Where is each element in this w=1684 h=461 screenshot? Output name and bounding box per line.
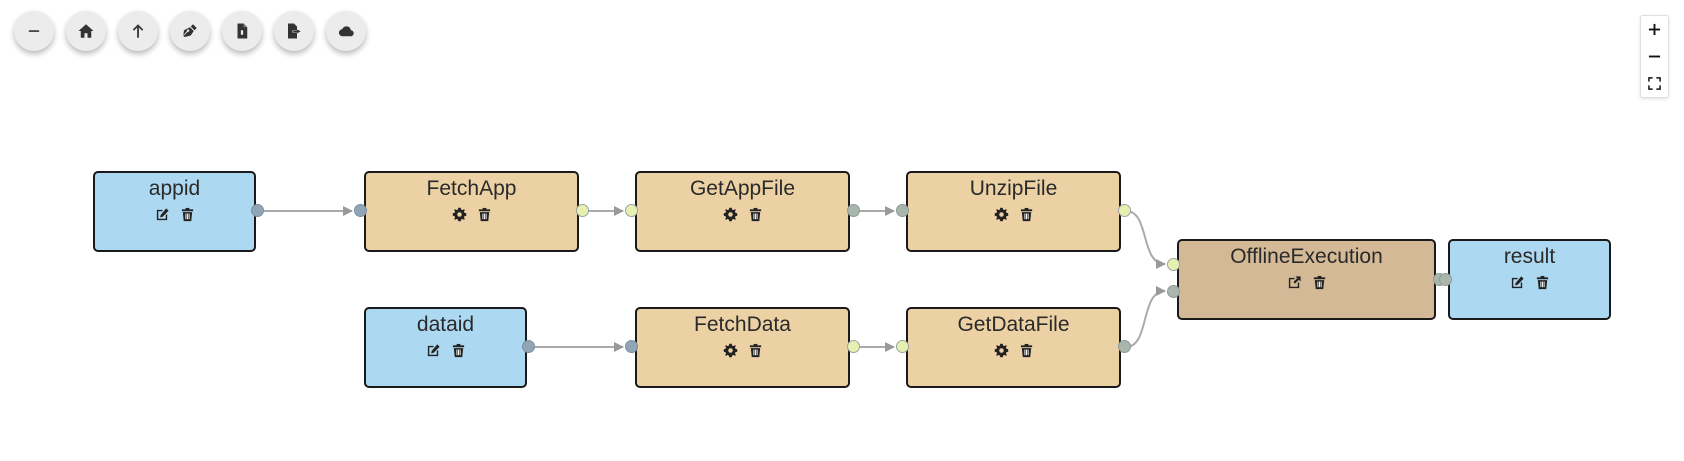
edge-unzipfile-offlineexecution[interactable] <box>1125 210 1166 269</box>
minus-icon <box>28 30 40 32</box>
edit-button[interactable] <box>170 11 210 51</box>
fit-screen-icon <box>1648 77 1661 90</box>
trash-icon[interactable] <box>476 206 493 223</box>
file-button[interactable] <box>222 11 262 51</box>
home-icon <box>78 24 94 38</box>
gear-icon[interactable] <box>993 206 1010 223</box>
cloud-button[interactable] <box>326 11 366 51</box>
minus-icon <box>1648 55 1661 58</box>
output-port[interactable] <box>847 204 860 217</box>
node-title: FetchData <box>694 313 791 336</box>
zoom-controls <box>1640 15 1669 98</box>
trash-icon[interactable] <box>747 206 764 223</box>
node-title: dataid <box>416 313 475 336</box>
node-title: UnzipFile <box>969 177 1058 200</box>
trash-icon[interactable] <box>1534 274 1551 291</box>
node-offlineexecution[interactable]: OfflineExecution <box>1177 239 1436 320</box>
input-port[interactable] <box>625 204 638 217</box>
gear-icon[interactable] <box>451 206 468 223</box>
output-port[interactable] <box>847 340 860 353</box>
node-appid[interactable]: appid <box>93 171 256 252</box>
output-port[interactable] <box>1118 204 1131 217</box>
node-title: FetchApp <box>426 177 517 200</box>
trash-icon[interactable] <box>1311 274 1328 291</box>
edit-icon[interactable] <box>425 342 442 359</box>
output-port[interactable] <box>522 340 535 353</box>
edge-getdatafile-offlineexecution[interactable] <box>1125 286 1166 348</box>
trash-icon[interactable] <box>179 206 196 223</box>
output-port[interactable] <box>251 204 264 217</box>
gear-icon[interactable] <box>722 206 739 223</box>
collapse-button[interactable] <box>14 11 54 51</box>
external-link-icon[interactable] <box>1286 274 1303 291</box>
upload-button[interactable] <box>118 11 158 51</box>
plus-icon <box>1648 23 1661 36</box>
node-title: OfflineExecution <box>1230 245 1383 268</box>
node-fetchapp[interactable]: FetchApp <box>364 171 579 252</box>
output-port[interactable] <box>576 204 589 217</box>
node-dataid[interactable]: dataid <box>364 307 527 388</box>
trash-icon[interactable] <box>747 342 764 359</box>
node-getdatafile[interactable]: GetDataFile <box>906 307 1121 388</box>
edit-icon[interactable] <box>154 206 171 223</box>
node-fetchdata[interactable]: FetchData <box>635 307 850 388</box>
pen-icon <box>183 24 197 37</box>
zoom-out-button[interactable] <box>1641 43 1668 70</box>
input-port[interactable] <box>896 204 909 217</box>
trash-icon[interactable] <box>1018 206 1035 223</box>
input-port[interactable] <box>354 204 367 217</box>
node-title: appid <box>148 177 201 200</box>
node-title: GetDataFile <box>957 313 1070 336</box>
input-port[interactable] <box>625 340 638 353</box>
node-result[interactable]: result <box>1448 239 1611 320</box>
cloud-icon <box>338 26 354 37</box>
output-port[interactable] <box>1118 340 1131 353</box>
zoom-in-button[interactable] <box>1641 16 1668 43</box>
arrow-up-icon <box>132 24 144 38</box>
node-unzipfile[interactable]: UnzipFile <box>906 171 1121 252</box>
node-title: result <box>1503 245 1556 268</box>
home-button[interactable] <box>66 11 106 51</box>
file-icon <box>237 23 248 39</box>
fit-view-button[interactable] <box>1641 70 1668 97</box>
input-port[interactable] <box>1167 285 1180 298</box>
input-port[interactable] <box>1439 273 1452 286</box>
file-export-icon <box>288 23 301 39</box>
gear-icon[interactable] <box>722 342 739 359</box>
node-title: GetAppFile <box>689 177 796 200</box>
gear-icon[interactable] <box>993 342 1010 359</box>
node-getappfile[interactable]: GetAppFile <box>635 171 850 252</box>
trash-icon[interactable] <box>1018 342 1035 359</box>
input-port[interactable] <box>1167 258 1180 271</box>
input-port[interactable] <box>896 340 909 353</box>
trash-icon[interactable] <box>450 342 467 359</box>
export-button[interactable] <box>274 11 314 51</box>
edit-icon[interactable] <box>1509 274 1526 291</box>
